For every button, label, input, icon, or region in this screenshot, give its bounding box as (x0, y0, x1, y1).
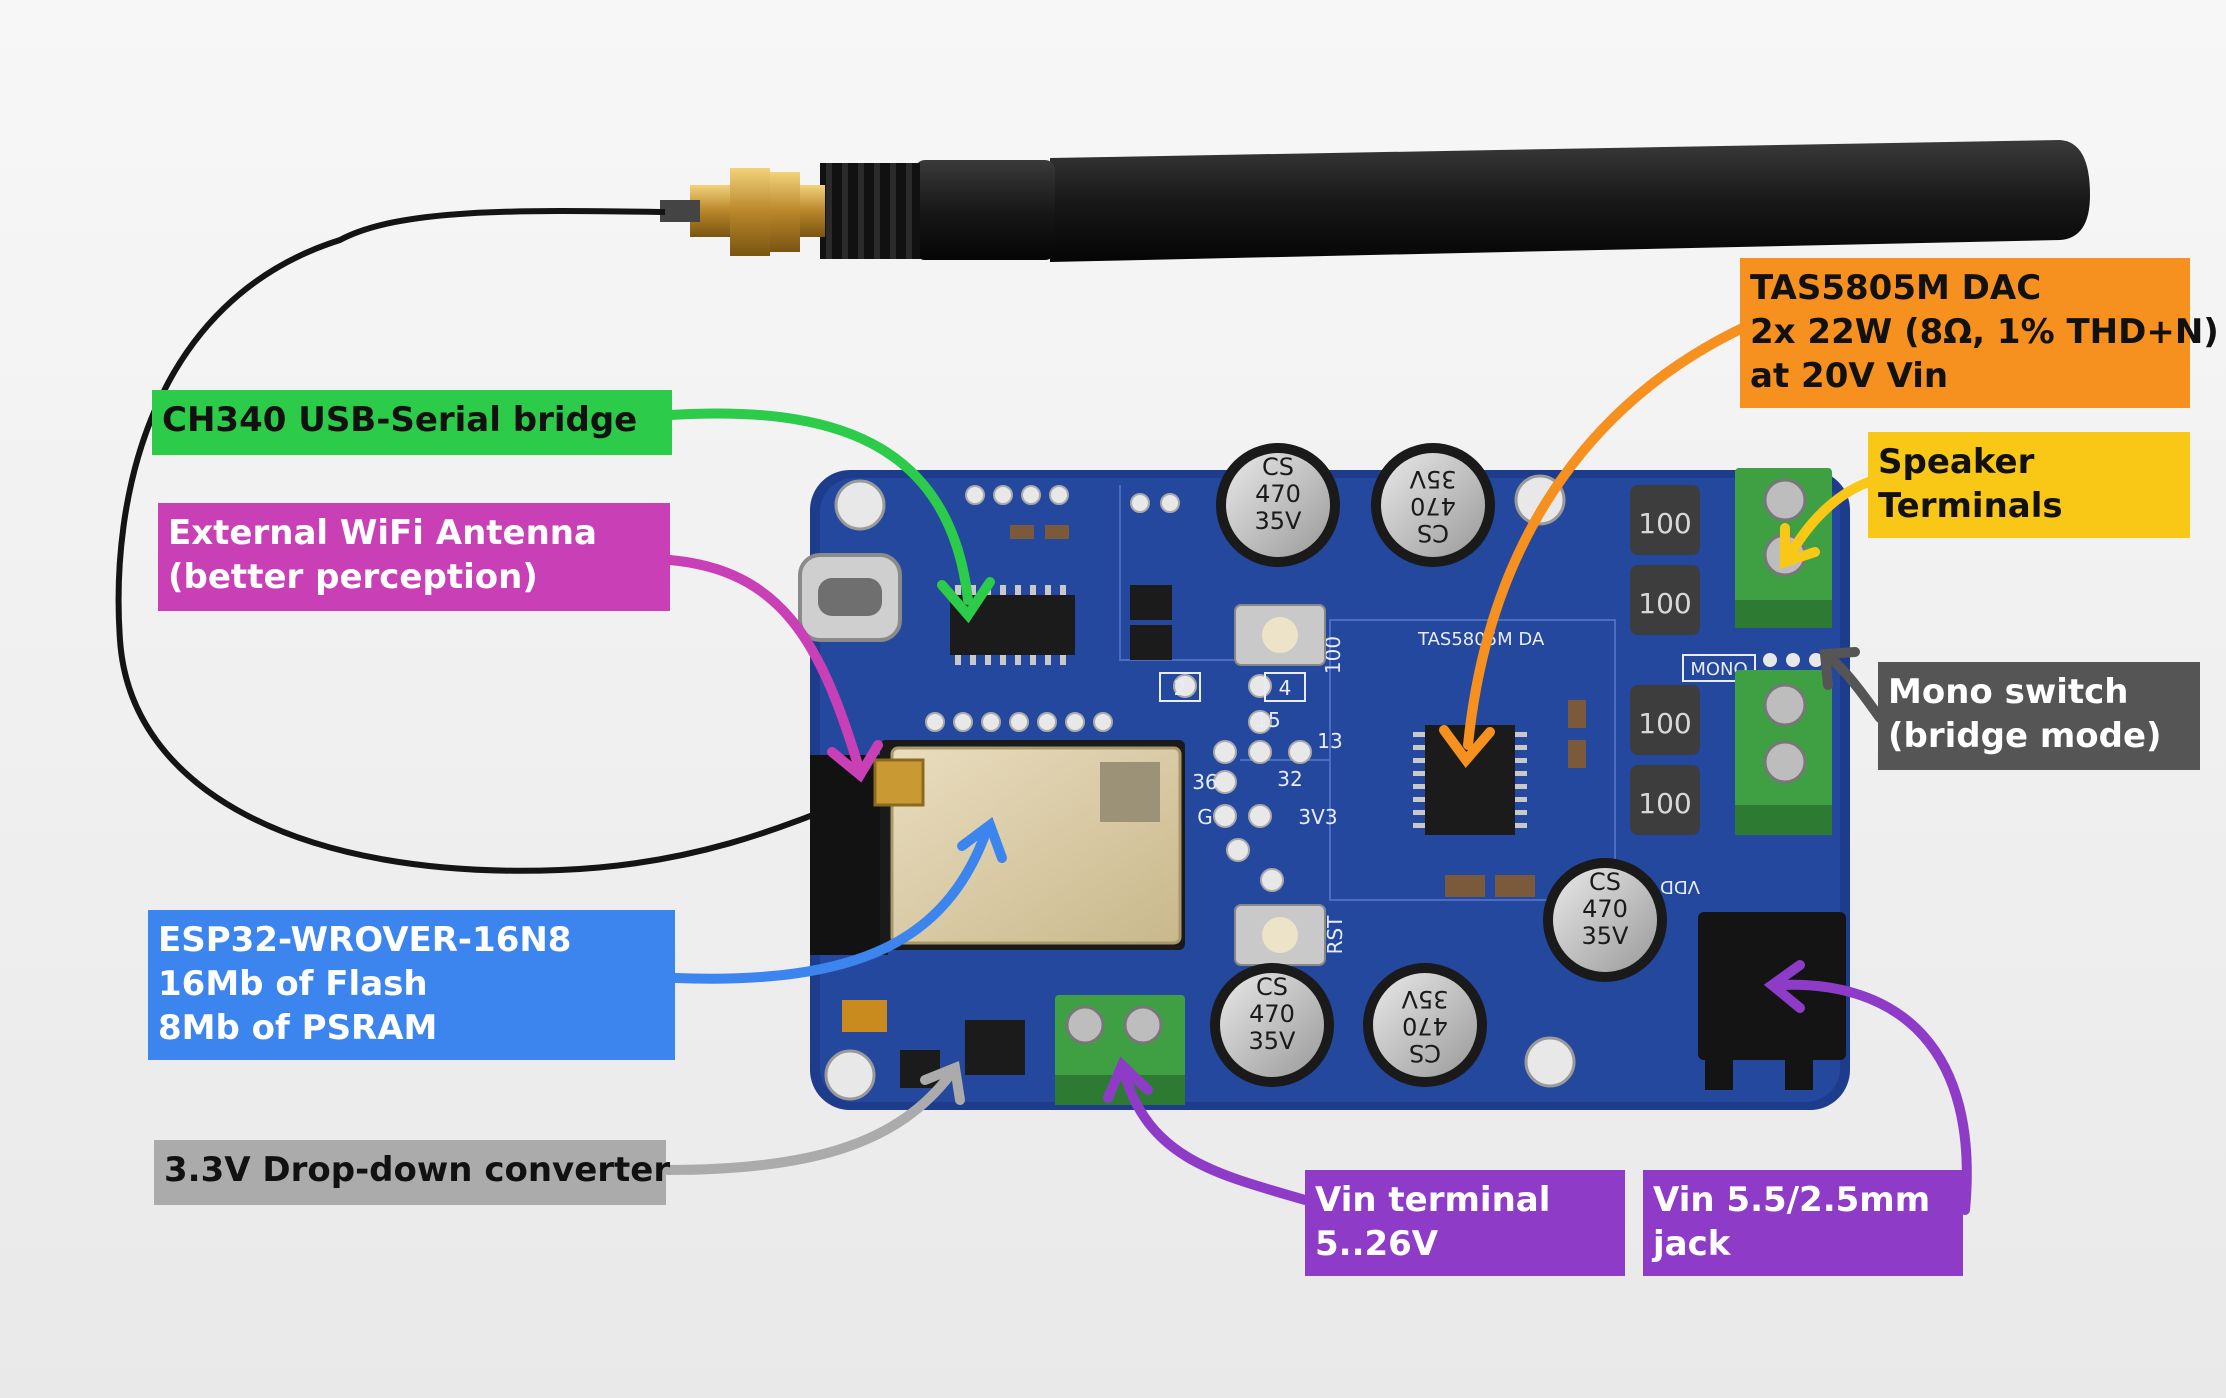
pin-label-13: 13 (1317, 729, 1342, 753)
pin-label-36: 36 (1192, 770, 1217, 794)
callout-vin-jack-line-1: Vin 5.5/2.5mm (1653, 1180, 1931, 1220)
arrow-vin-jack (1775, 979, 1972, 1215)
speaker-terminals (1735, 468, 1832, 835)
callout-ch340-line-1: CH340 USB-Serial bridge (162, 400, 638, 440)
callout-vin-jack-line-2: jack (1653, 1224, 1731, 1264)
callout-mono-line-2: (bridge mode) (1888, 716, 2162, 756)
capacitor: CS 470 35V (1363, 963, 1487, 1087)
callout-speaker-line-1: Speaker (1878, 442, 2035, 482)
arrow-dropdown (663, 1070, 955, 1175)
callout-tas-line-3: at 20V Vin (1750, 356, 1949, 396)
arrow-ch340 (665, 408, 973, 605)
tas5805m-chip (1413, 725, 1527, 835)
vin-terminal-block (1055, 995, 1185, 1105)
inductor-label: 100 (1638, 507, 1691, 540)
svg-text:35V: 35V (1582, 922, 1630, 950)
callout-speaker-line-2: Terminals (1878, 486, 2063, 526)
capacitor: CS 470 35V (1216, 443, 1340, 567)
svg-text:470: 470 (1249, 1000, 1295, 1028)
callout-esp32: ESP32-WROVER-16N8 16Mb of Flash 8Mb of P… (148, 910, 675, 1060)
svg-text:CS: CS (1589, 868, 1621, 896)
callout-speaker-terminals: Speaker Terminals (1868, 432, 2190, 538)
callout-tas-line-1: TAS5805M DAC (1750, 268, 2042, 308)
callout-esp32-line-1: ESP32-WROVER-16N8 (158, 920, 572, 960)
arrow-dropdown-head (920, 1061, 965, 1105)
svg-text:CS: CS (1256, 973, 1288, 1001)
arrow-ch340-head (937, 577, 995, 624)
pin-label-2: 2 (1174, 676, 1187, 700)
callout-wifi-line-1: External WiFi Antenna (168, 513, 597, 553)
silk-chip-label: TAS5805M DA (1417, 629, 1545, 650)
svg-text:470: 470 (1255, 480, 1301, 508)
svg-text:470: 470 (1402, 1012, 1448, 1040)
arrow-vin-jack-head (1763, 960, 1805, 1013)
arrow-tas-head (1439, 725, 1495, 769)
usb-c-port (798, 553, 902, 642)
svg-text:CS: CS (1262, 453, 1294, 481)
arrow-speaker-head (1780, 523, 1820, 569)
silk-mono: MONO (1690, 659, 1747, 680)
silk-rst: RST (1323, 915, 1347, 955)
callout-tas5805m: TAS5805M DAC 2x 22W (8Ω, 1% THD+N) at 20… (1740, 258, 2219, 408)
capacitor: CS 470 35V (1210, 963, 1334, 1087)
callout-vin-terminal-line-2: 5..26V (1315, 1224, 1439, 1264)
annotation-arrows (663, 315, 1972, 1215)
pin-labels: 2 4 15 13 36 32 G 3V3 100 RST TAS5805M D… (1159, 629, 1756, 955)
inductors: 100 100 100 100 (1630, 485, 1700, 835)
svg-text:CS: CS (1409, 1039, 1441, 1067)
pin-label-15: 15 (1255, 708, 1280, 732)
svg-text:35V: 35V (1255, 507, 1303, 535)
antenna-cable (115, 208, 902, 874)
callout-wifi-antenna: External WiFi Antenna (better perception… (158, 503, 670, 611)
inductor-label: 100 (1638, 707, 1691, 740)
svg-text:35V: 35V (1249, 1027, 1297, 1055)
arrow-vin-terminal (1120, 1070, 1310, 1205)
header-pads (925, 485, 1312, 892)
svg-text:CS: CS (1417, 519, 1449, 547)
callout-mono-line-1: Mono switch (1888, 672, 2129, 712)
inductor-label: 100 (1638, 787, 1691, 820)
pin-label-3v3: 3V3 (1298, 805, 1337, 829)
capacitors: CS 470 35V CS 470 35V CS 470 35V CS 470 … (1210, 443, 1667, 1087)
arrow-esp32-head (957, 816, 1007, 863)
svg-text:35V: 35V (1409, 465, 1457, 493)
arrow-vin-terminal-head (1103, 1056, 1153, 1103)
arrow-esp32 (670, 830, 990, 984)
arrow-speaker (1785, 475, 1880, 560)
callout-esp32-line-2: 16Mb of Flash (158, 964, 428, 1004)
callout-esp32-line-3: 8Mb of PSRAM (158, 1008, 438, 1048)
pin-label-g: G (1197, 805, 1213, 829)
inductor-label: 100 (1638, 587, 1691, 620)
callout-vin-terminal-line-1: Vin terminal (1315, 1180, 1551, 1220)
callout-vin-terminal: Vin terminal 5..26V (1305, 1170, 1625, 1276)
arrow-mono (1825, 653, 1885, 723)
capacitor: CS 470 35V (1371, 443, 1495, 567)
callout-mono-switch: Mono switch (bridge mode) (1878, 662, 2200, 770)
arrow-wifi (665, 555, 863, 770)
callout-dropdown-line-1: 3.3V Drop-down converter (164, 1150, 671, 1190)
wifi-antenna (660, 140, 2090, 262)
arrow-mono-head (1819, 647, 1860, 690)
pin-label-4: 4 (1279, 676, 1292, 700)
silk-vdd: VDD (1660, 876, 1700, 897)
svg-text:470: 470 (1582, 895, 1628, 923)
arrow-tas (1463, 315, 1765, 750)
tactile-buttons (1234, 604, 1326, 966)
mono-jumper-pads (1763, 653, 1823, 667)
callout-dropdown-converter: 3.3V Drop-down converter (154, 1140, 671, 1205)
callout-wifi-line-2: (better perception) (168, 557, 538, 597)
capacitor: CS 470 35V (1543, 858, 1667, 982)
svg-text:35V: 35V (1401, 985, 1449, 1013)
callout-vin-jack: Vin 5.5/2.5mm jack (1643, 1170, 1963, 1276)
arrow-wifi-head (827, 740, 883, 783)
callout-ch340: CH340 USB-Serial bridge (152, 390, 672, 455)
callout-tas-line-2: 2x 22W (8Ω, 1% THD+N) (1750, 312, 2219, 352)
svg-text:470: 470 (1410, 492, 1456, 520)
pin-label-32: 32 (1277, 767, 1302, 791)
